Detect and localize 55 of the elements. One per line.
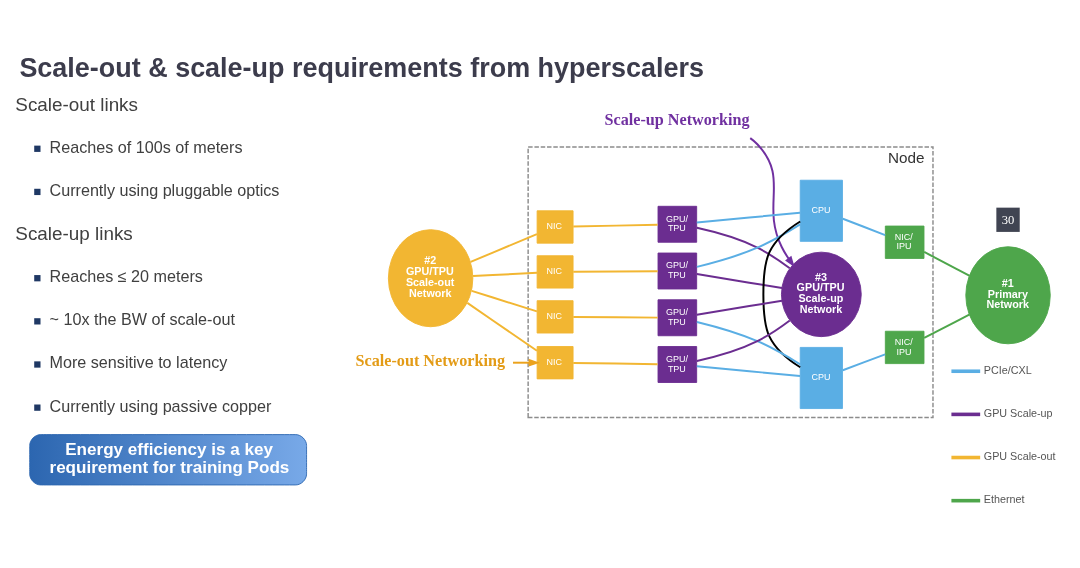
label: ~ 10x the BW of scale-out bbox=[49, 309, 235, 328]
legend-label: GPU Scale-up bbox=[983, 406, 1053, 419]
node-box: Energy efficiency is a key requirement for training Pods bbox=[29, 433, 307, 485]
connector bbox=[470, 289, 538, 312]
node-box: NIC bbox=[536, 209, 574, 244]
connector bbox=[572, 361, 659, 365]
connector bbox=[695, 299, 783, 316]
node-box: CPU bbox=[799, 346, 843, 409]
node-box: CPU bbox=[799, 179, 843, 242]
label: Reaches ≤ 20 meters bbox=[49, 266, 203, 285]
node-box: NIC bbox=[536, 254, 574, 289]
connector bbox=[923, 313, 971, 339]
node-ellipse: #1 Primary Network bbox=[965, 245, 1051, 344]
node-box: NIC bbox=[536, 345, 574, 379]
arrow bbox=[512, 358, 540, 367]
connector bbox=[695, 211, 801, 223]
legend-label: GPU Scale-out bbox=[983, 449, 1056, 462]
connector bbox=[695, 364, 801, 377]
legend-label: PCIe/CXL bbox=[983, 363, 1032, 376]
connector bbox=[472, 271, 538, 277]
node-box: NIC/ IPU bbox=[884, 225, 925, 259]
node-text: Scale-out Networking bbox=[355, 351, 505, 369]
connector bbox=[841, 352, 887, 371]
node-box: GPU/ TPU bbox=[657, 252, 698, 289]
connector bbox=[572, 269, 659, 273]
label: More sensitive to latency bbox=[49, 352, 228, 371]
node-box: GPU/ TPU bbox=[657, 298, 698, 336]
label: Reaches of 100s of meters bbox=[49, 137, 243, 156]
arrow bbox=[749, 136, 795, 267]
label: Currently using passive copper bbox=[49, 396, 272, 415]
connector bbox=[572, 315, 659, 319]
label: Currently using pluggable optics bbox=[49, 180, 280, 199]
label: Scale-up links bbox=[15, 222, 133, 244]
legend-label: Ethernet bbox=[983, 492, 1025, 505]
node-box: NIC/ IPU bbox=[884, 330, 925, 364]
connector bbox=[466, 301, 538, 352]
connector bbox=[695, 320, 802, 365]
connector bbox=[695, 272, 783, 289]
diagram-title: Scale-out & scale-up requirements from hyperscalers bbox=[19, 52, 704, 83]
connector bbox=[695, 222, 802, 268]
label: Scale-out links bbox=[15, 93, 138, 115]
connector bbox=[572, 223, 659, 228]
label: 30 bbox=[1001, 212, 1015, 227]
node-ellipse: #2 GPU/TPU Scale-out Network bbox=[387, 228, 474, 327]
node-circle: #3 GPU/TPU Scale-up Network bbox=[780, 251, 862, 337]
connector bbox=[762, 220, 802, 368]
connector bbox=[923, 250, 971, 276]
node-box: GPU/ TPU bbox=[657, 205, 698, 243]
node-box: GPU/ TPU bbox=[657, 345, 698, 383]
connector bbox=[695, 319, 791, 362]
connector bbox=[841, 217, 887, 236]
connector bbox=[469, 232, 538, 263]
node-text: Scale-up Networking bbox=[604, 110, 750, 128]
connector bbox=[695, 226, 791, 269]
node-box: NIC bbox=[536, 299, 574, 333]
